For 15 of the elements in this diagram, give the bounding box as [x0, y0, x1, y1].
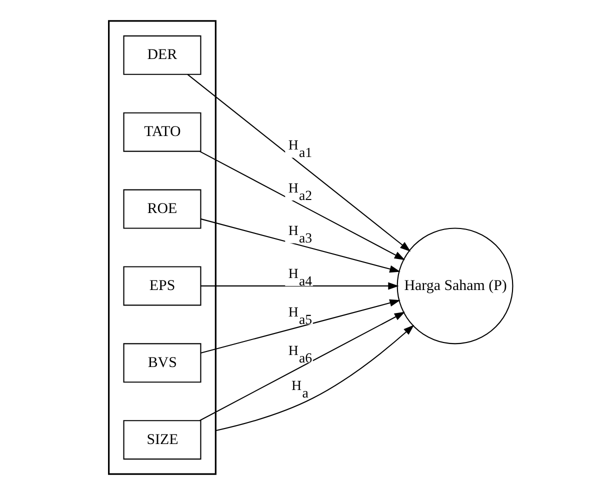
- arrow: [200, 312, 406, 421]
- node-box: BVS: [123, 343, 202, 383]
- node-box: DER: [123, 35, 202, 75]
- arrow: [200, 218, 400, 273]
- node-box: EPS: [123, 266, 202, 306]
- node-box: SIZE: [123, 420, 202, 460]
- node-box: ROE: [123, 189, 202, 229]
- arrow: [216, 324, 414, 432]
- node-box: TATO: [123, 112, 202, 152]
- arrow: [187, 74, 411, 252]
- node-circle: Harga Saham (P): [396, 228, 514, 344]
- arrow: [200, 282, 399, 290]
- arrow: [200, 150, 406, 260]
- arrow: [200, 299, 400, 354]
- cluster: [108, 20, 216, 475]
